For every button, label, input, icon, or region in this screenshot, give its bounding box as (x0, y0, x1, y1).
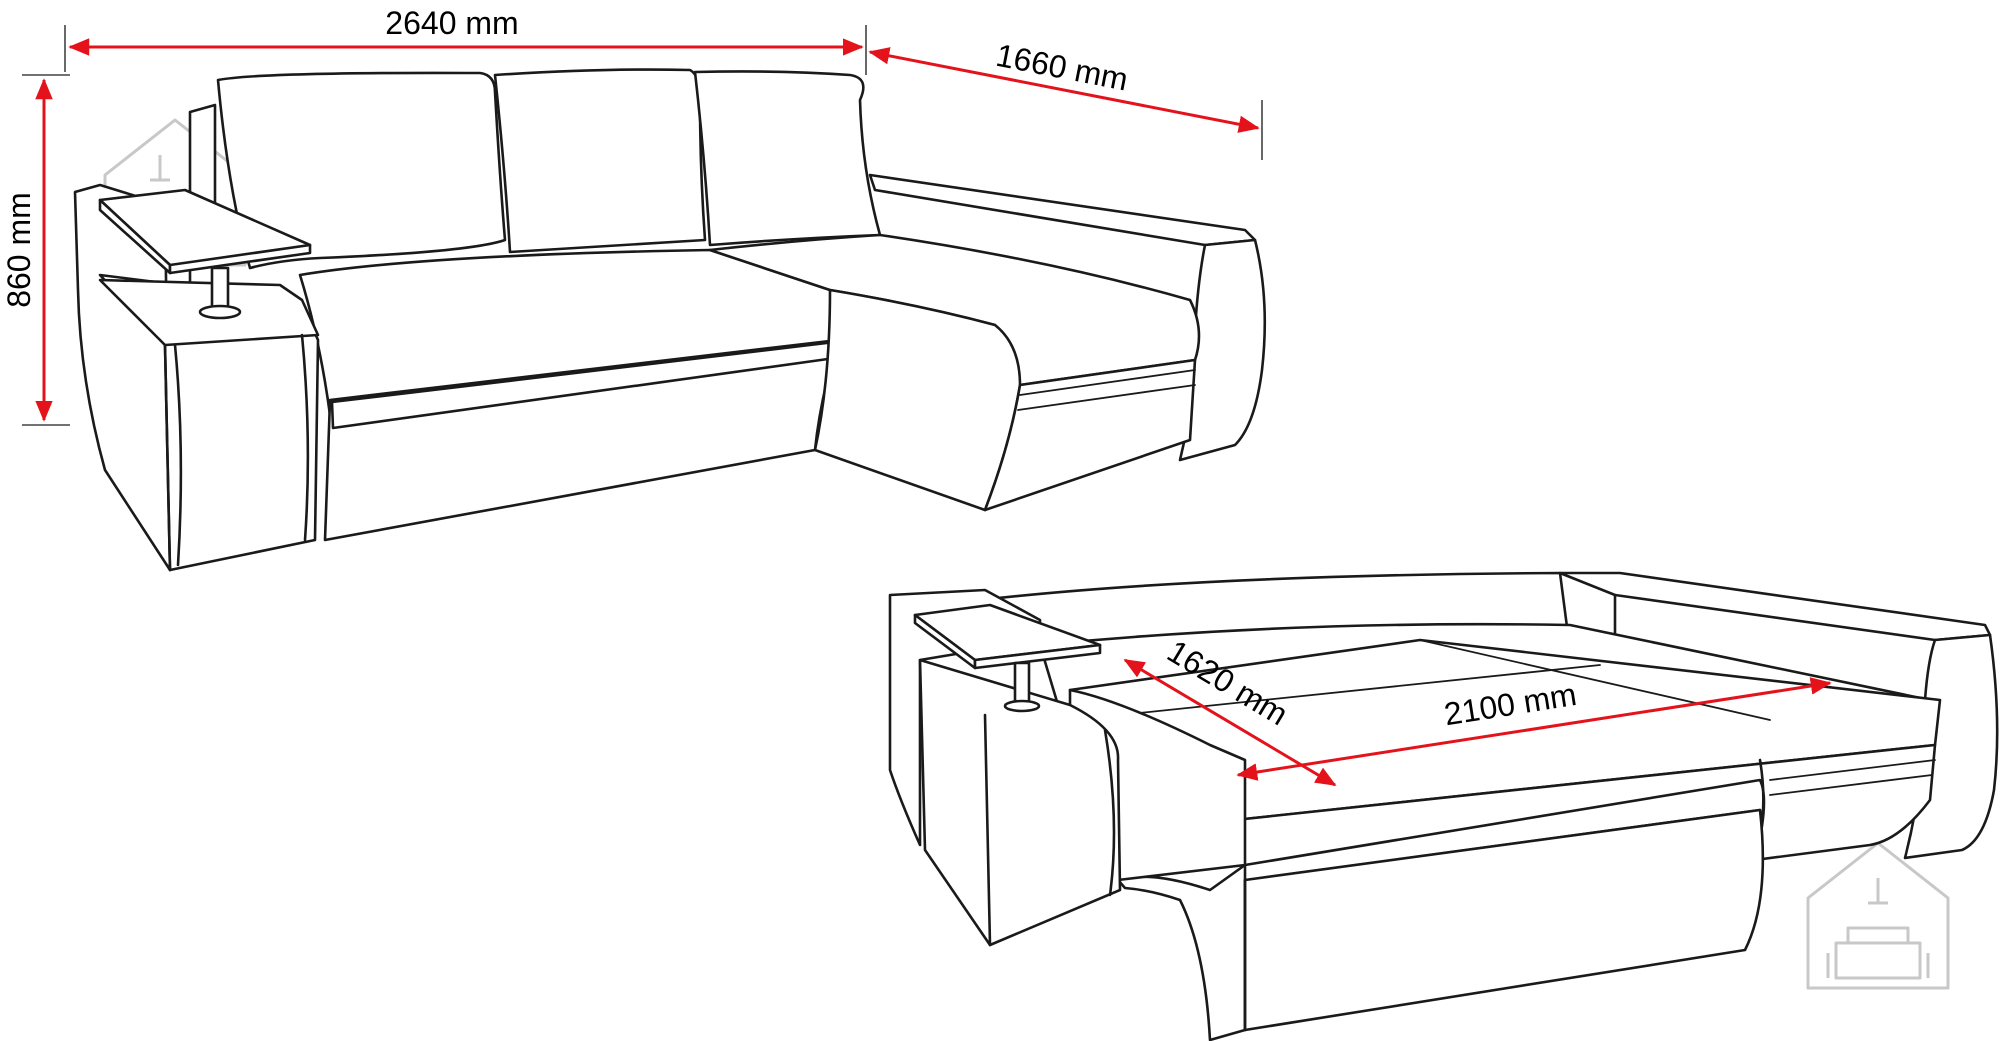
house-sofa-watermark-icon (1806, 841, 1950, 990)
bed-left-armrest-front (918, 658, 1122, 947)
chaise-armrest (1178, 238, 1267, 462)
sofa-assembled-view (73, 68, 1267, 572)
chaise-front (813, 288, 1022, 512)
bed-right-arm-top (1558, 571, 1992, 642)
height-dimension-label: 860 mm (1, 192, 37, 308)
back-cushion-right (693, 70, 882, 247)
back-cushion-middle (493, 68, 707, 254)
chaise-base (983, 358, 1197, 512)
side-table-post (210, 266, 230, 310)
sofa-unfolded-bed-view (888, 571, 1999, 1041)
bed-side-table-post (1013, 661, 1031, 705)
chaise-armrest-top (868, 173, 1257, 247)
bed-length-dimension-arrow (1236, 677, 1832, 781)
width-dimension-label: 2640 mm (385, 5, 518, 41)
depth-dimension-arrow (868, 47, 1260, 133)
bed-pullout-base (1116, 863, 1247, 1041)
